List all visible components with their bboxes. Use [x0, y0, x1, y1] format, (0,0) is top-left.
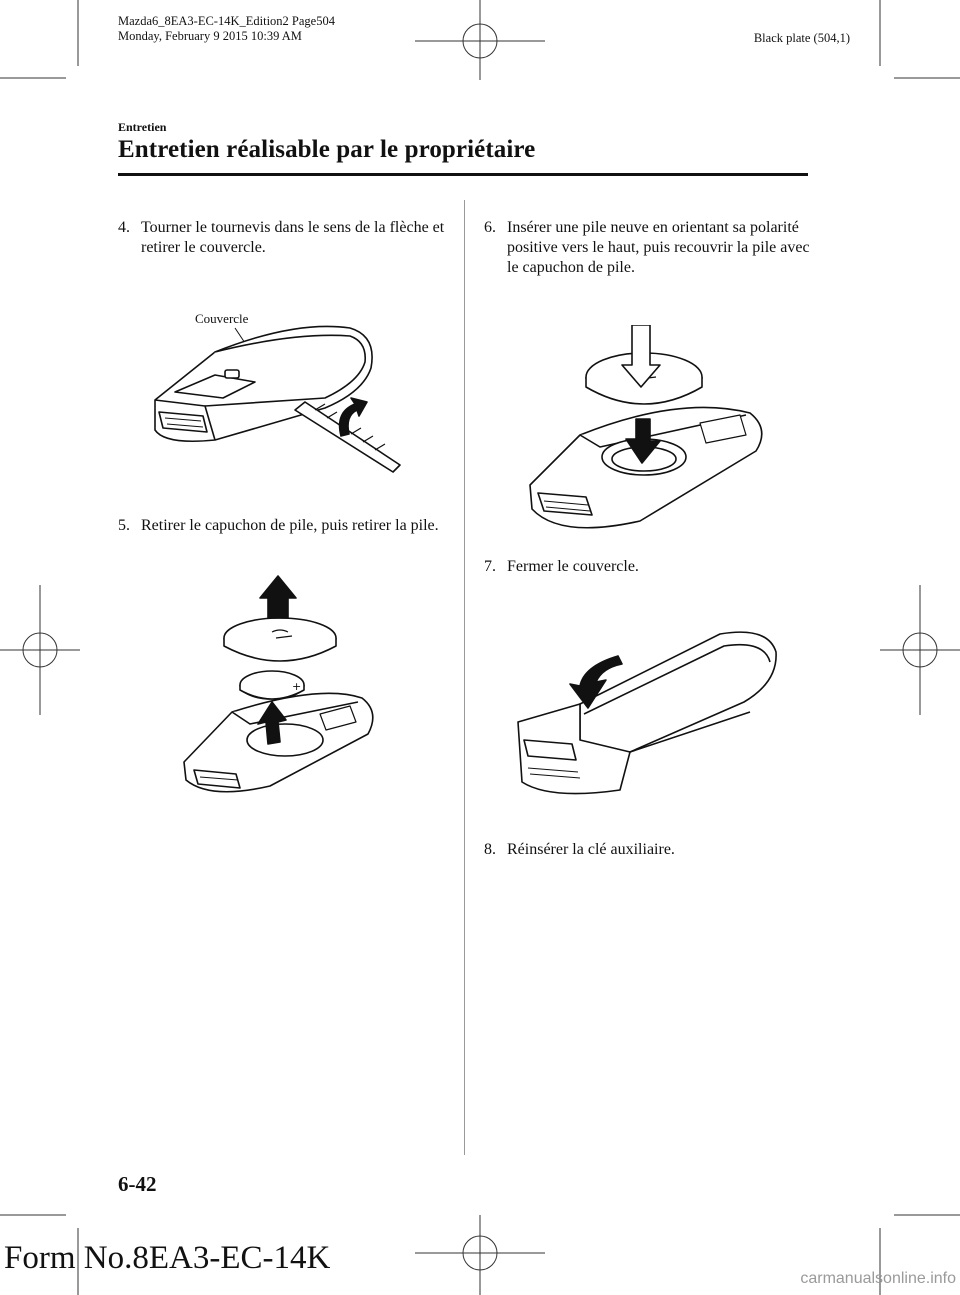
step-text: Fermer le couvercle.	[507, 558, 639, 575]
step-8: 8. Réinsérer la clé auxiliaire.	[484, 840, 814, 860]
step-text: Tourner le tournevis dans le sens de la …	[141, 219, 445, 256]
watermark: carmanualsonline.info	[800, 1270, 956, 1287]
figure-remove-cover: Couvercle	[154, 311, 401, 473]
plate-info: Black plate (504,1)	[753, 31, 850, 45]
print-info-line1: Mazda6_8EA3-EC-14K_Edition2 Page504	[118, 14, 335, 28]
svg-text:+: +	[292, 680, 301, 693]
step-text: Réinsérer la clé auxiliaire.	[507, 841, 675, 858]
title-rule	[118, 173, 808, 176]
step-5: 5. Retirer le capuchon de pile, puis ret…	[118, 516, 448, 536]
print-info-line2: Monday, February 9 2015 10:39 AM	[118, 29, 302, 43]
form-number: Form No.8EA3-EC-14K	[4, 1240, 331, 1276]
step-number: 4.	[118, 219, 130, 236]
step-4: 4. Tourner le tournevis dans le sens de …	[118, 218, 448, 258]
step-number: 8.	[484, 841, 496, 858]
step-number: 5.	[118, 517, 130, 534]
step-number: 7.	[484, 558, 496, 575]
figure-close-cover	[517, 631, 777, 795]
page-number: 6-42	[118, 1172, 157, 1196]
page-title: Entretien réalisable par le propriétaire	[118, 136, 536, 163]
figure-label-cover: Couvercle	[195, 311, 249, 326]
step-text: Retirer le capuchon de pile, puis retire…	[141, 517, 439, 534]
figure-remove-battery: +	[183, 575, 374, 793]
step-7: 7. Fermer le couvercle.	[484, 557, 814, 577]
step-6: 6. Insérer une pile neuve en orientant s…	[484, 218, 814, 278]
section-label: Entretien	[118, 120, 167, 134]
step-number: 6.	[484, 219, 496, 236]
column-divider	[464, 200, 465, 1155]
figure-insert-battery	[529, 325, 763, 529]
print-info: Mazda6_8EA3-EC-14K_Edition2 Page504 Mond…	[118, 14, 335, 44]
step-text: Insérer une pile neuve en orientant sa p…	[507, 219, 810, 276]
